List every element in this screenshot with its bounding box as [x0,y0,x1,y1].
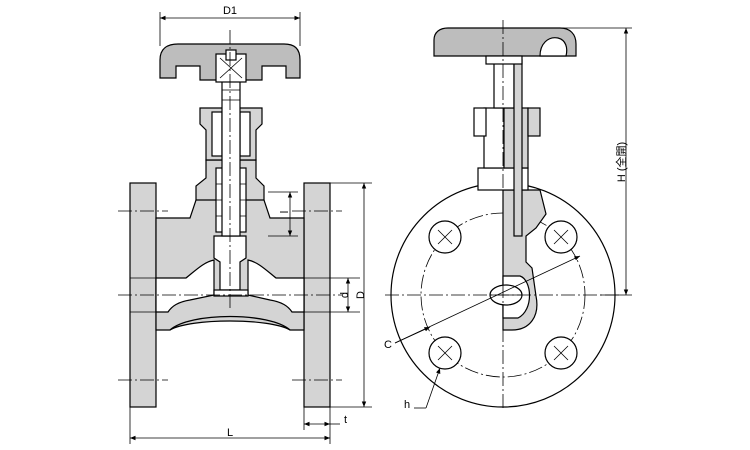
front-view: D1 l d D L t [118,5,372,444]
dim-L-label: L [227,427,233,439]
dim-C-label: C [384,339,392,351]
dim-D-label: D [355,291,367,299]
dim-D1-label: D1 [223,5,237,17]
side-view: H (全開) C h [384,20,632,411]
waterway-right [247,259,305,313]
valve-stem [221,59,241,237]
dim-l-label: l [279,211,291,213]
waterway-left [155,259,215,313]
dim-d-label: d [339,292,351,298]
bolt-holes [428,220,578,370]
dim-t-label: t [344,414,347,426]
dim-h-label: h [404,399,410,411]
dim-H-label: H (全開) [614,142,628,182]
